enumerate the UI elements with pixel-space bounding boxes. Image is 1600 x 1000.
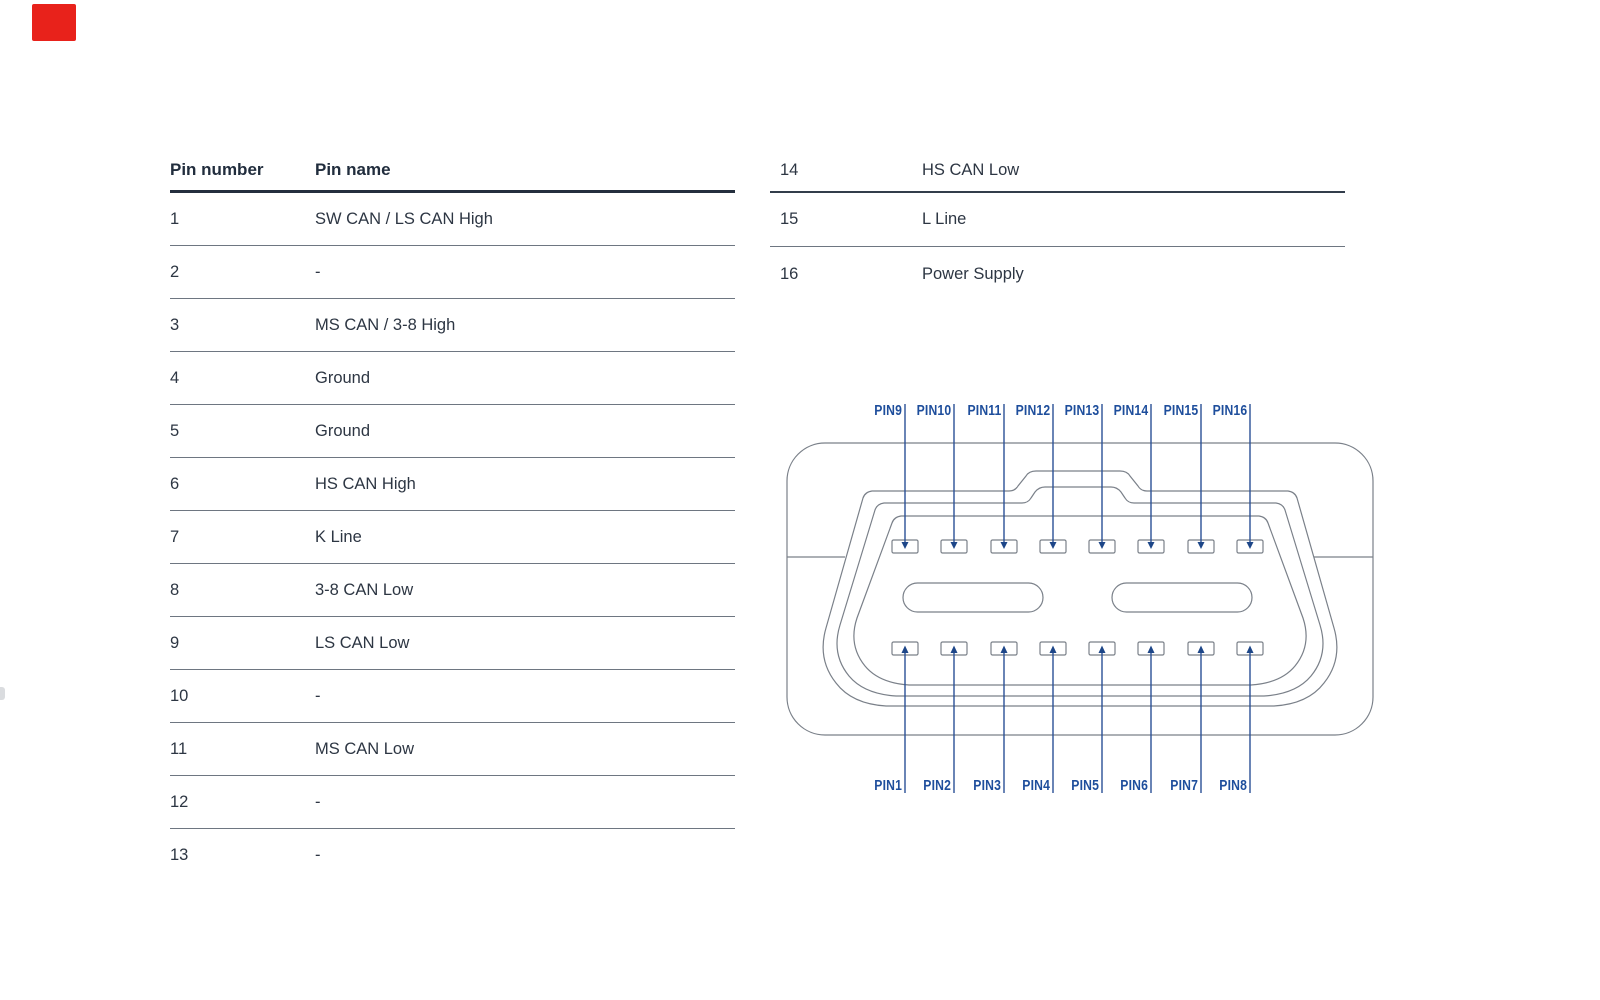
table-row: 3 MS CAN / 3-8 High <box>170 299 735 352</box>
table-row: 6 HS CAN High <box>170 458 735 511</box>
arrow-down-icon <box>1246 542 1254 549</box>
pin-label-bottom: PIN6 <box>1120 778 1148 794</box>
pin-name: HS CAN High <box>315 474 416 493</box>
header-pin-name: Pin name <box>315 160 391 179</box>
pin-name: - <box>315 846 321 864</box>
pin-number: 16 <box>780 264 799 283</box>
table-row: 1 SW CAN / LS CAN High <box>170 193 735 246</box>
pin-label-top: PIN14 <box>1113 403 1148 419</box>
pin-name: L Line <box>922 210 967 228</box>
pin-name: Ground <box>315 421 371 440</box>
pin-label-bottom: PIN4 <box>1022 778 1050 794</box>
table-row: 2 - <box>170 246 735 299</box>
arrow-up-icon <box>950 645 958 653</box>
pin-table-left: Pin number Pin name 1 SW CAN / LS CAN Hi… <box>170 150 735 882</box>
table-header-row: Pin number Pin name <box>170 150 735 193</box>
pin-number: 7 <box>170 527 180 546</box>
pin-label-top: PIN16 <box>1212 403 1247 419</box>
pin-name: 3-8 CAN Low <box>315 580 414 599</box>
pin-number: 12 <box>170 792 189 811</box>
pin-label-bottom: PIN7 <box>1170 778 1198 794</box>
pin-name: Ground <box>315 368 371 387</box>
arrow-down-icon <box>950 542 958 549</box>
arrow-down-icon <box>1098 542 1106 549</box>
arrow-up-icon <box>1246 645 1254 653</box>
pin-number: 5 <box>170 421 180 440</box>
pin-number: 4 <box>170 368 180 387</box>
pin-number: 8 <box>170 580 180 599</box>
arrow-up-icon <box>1098 645 1106 653</box>
table-row: 5 Ground <box>170 405 735 458</box>
table-row: 13 - <box>170 829 735 882</box>
pin-number: 2 <box>170 262 180 281</box>
connector-slot-right <box>1111 582 1253 613</box>
shell-outline-middle <box>836 486 1324 697</box>
header-pin-number: Pin number <box>170 160 264 179</box>
pin-label-bottom: PIN3 <box>973 778 1001 794</box>
pin-label-top: PIN13 <box>1064 403 1099 419</box>
table-row: 15 L Line <box>770 193 1345 247</box>
shell-outline-inner <box>853 515 1307 686</box>
pin-label-top: PIN12 <box>1015 403 1050 419</box>
arrow-down-icon <box>1147 542 1155 549</box>
arrow-down-icon <box>1000 542 1008 549</box>
pin-name: LS CAN Low <box>315 633 410 652</box>
shell-outline-outer <box>822 470 1338 707</box>
pin-label-bottom: PIN5 <box>1071 778 1099 794</box>
table-row: 8 3-8 CAN Low <box>170 564 735 617</box>
pin-name: - <box>315 262 321 281</box>
table-row: 11 MS CAN Low <box>170 723 735 776</box>
arrow-up-icon <box>1049 645 1057 653</box>
arrow-down-icon <box>1049 542 1057 549</box>
pin-number: 6 <box>170 474 180 493</box>
annotation-highlight <box>32 4 76 41</box>
table-row: 12 - <box>170 776 735 829</box>
pin-number: 11 <box>170 739 188 758</box>
pin-name: HS CAN Low <box>922 161 1020 179</box>
arrow-down-icon <box>1197 542 1205 549</box>
pin-label-top: PIN10 <box>916 403 951 419</box>
pin-label-top: PIN11 <box>966 403 1001 419</box>
arrow-up-icon <box>1147 645 1155 653</box>
edge-artifact <box>0 687 5 700</box>
arrow-up-icon <box>1197 645 1205 653</box>
pin-number: 15 <box>780 210 799 228</box>
arrow-down-icon <box>901 542 909 549</box>
pin-label-top: PIN15 <box>1163 403 1198 419</box>
table-row: 16 Power Supply <box>770 247 1345 301</box>
pin-number: 3 <box>170 315 180 334</box>
pin-number: 9 <box>170 633 180 652</box>
pin-number: 10 <box>170 686 189 705</box>
pin-number: 1 <box>170 209 180 228</box>
pin-name: - <box>315 686 321 705</box>
arrow-up-icon <box>1000 645 1008 653</box>
pin-table-right: 14 HS CAN Low 15 L Line 16 Power Supply <box>770 150 1345 301</box>
pin-name: SW CAN / LS CAN High <box>315 209 493 228</box>
table-row: 7 K Line <box>170 511 735 564</box>
pin-label-bottom: PIN1 <box>874 778 902 794</box>
table-row: 4 Ground <box>170 352 735 405</box>
arrow-up-icon <box>901 645 909 653</box>
pin-name: K Line <box>315 527 362 546</box>
pin-label-top: PIN9 <box>874 403 902 419</box>
pin-name: - <box>315 792 321 811</box>
pin-name: MS CAN Low <box>315 739 415 758</box>
pin-name: MS CAN / 3-8 High <box>315 315 456 334</box>
table-row: 10 - <box>170 670 735 723</box>
table-row: 9 LS CAN Low <box>170 617 735 670</box>
pin-name: Power Supply <box>922 264 1024 283</box>
pin-label-bottom: PIN2 <box>923 778 951 794</box>
table-row: 14 HS CAN Low <box>770 150 1345 193</box>
pin-number: 14 <box>780 161 799 179</box>
pin-label-bottom: PIN8 <box>1219 778 1247 794</box>
connector-slot-left <box>902 582 1044 613</box>
pin-number: 13 <box>170 846 189 864</box>
